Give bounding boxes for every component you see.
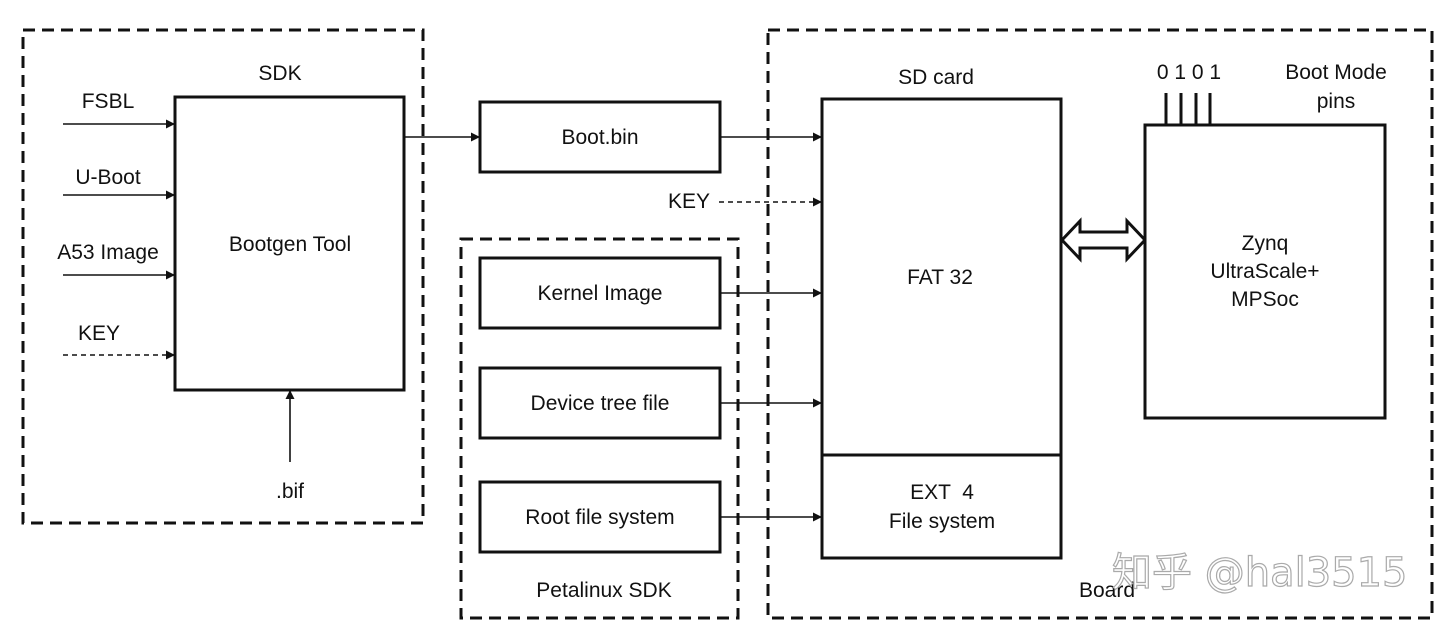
petalinux-label: Petalinux SDK [536,579,671,602]
zynq-label-line2: UltraScale+ [1210,260,1319,283]
sdk-group [21,28,425,525]
input-uboot-label: U-Boot [75,166,141,189]
ext4-label-line1: EXT 4 [910,481,974,504]
bif-label: .bif [276,480,304,503]
boot-mode-pins [1164,93,1212,125]
board-group [766,28,1434,620]
device-tree-box [478,366,722,440]
zynq-mpsoc-box [1143,123,1387,420]
root-fs-label: Root file system [525,506,674,529]
sd-card-label: SD card [898,66,974,89]
zynq-label-line3: MPSoc [1231,288,1299,311]
board-label: Board [1079,579,1135,602]
zynq-label-line1: Zynq [1242,232,1289,255]
petalinux-group [459,237,740,620]
fat32-label: FAT 32 [907,266,973,289]
boot-bin-box [478,100,722,174]
watermark: 知乎 @hal3515 [1112,550,1408,596]
fat32-partition [820,97,1063,457]
ext4-label-line2: File system [889,510,995,533]
input-key-label: KEY [78,322,120,345]
boot-mode-pin-values: 0 1 0 1 [1157,61,1221,84]
boot-mode-label-line2: pins [1317,90,1356,113]
boot-mode-label-line1: Boot Mode [1285,61,1387,84]
bidirectional-arrow [1059,217,1148,263]
sdk-label: SDK [258,62,301,85]
input-a53-label: A53 Image [57,241,159,264]
sd-key-label: KEY [668,190,710,213]
boot-bin-label: Boot.bin [561,126,638,149]
input-fsbl-label: FSBL [82,90,135,113]
device-tree-label: Device tree file [531,392,670,415]
kernel-image-label: Kernel Image [538,282,663,305]
bootgen-tool-label: Bootgen Tool [229,233,351,256]
ext4-partition [820,453,1063,560]
